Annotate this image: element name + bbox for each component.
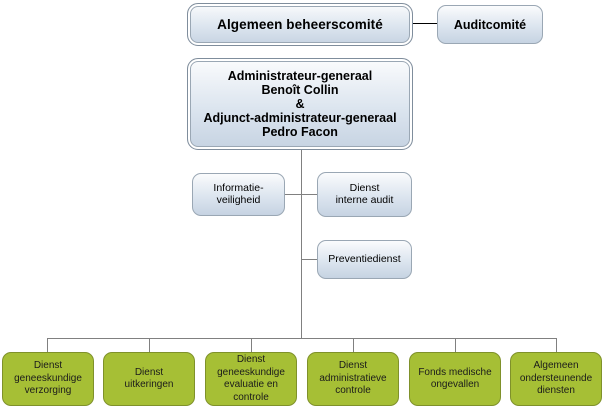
box-dienst-geneeskundige-evaluatie-en-controle-label: Dienst geneeskundige evaluatie en contro… — [217, 354, 285, 403]
box-dienst-geneeskundige-evaluatie-en-controle[interactable]: Dienst geneeskundige evaluatie en contro… — [205, 352, 297, 406]
box-dienst-geneeskundige-verzorging[interactable]: Dienst geneeskundige verzorging — [2, 352, 94, 406]
box-preventiedienst[interactable]: Preventiedienst — [317, 240, 412, 279]
box-dienst-interne-audit-label: Dienst interne audit — [335, 181, 394, 206]
connector-trunk-to-informatieveiligheid — [285, 194, 302, 195]
box-auditcomite-label: Auditcomité — [453, 17, 527, 32]
box-preventiedienst-label: Preventiedienst — [328, 252, 401, 265]
box-informatie-veiligheid-label: Informatie- veiligheid — [213, 181, 264, 206]
box-fonds-medische-ongevallen-label: Fonds medische ongevallen — [418, 366, 492, 391]
box-dienst-administratieve-controle[interactable]: Dienst administratieve controle — [307, 352, 399, 406]
connector-stem-dept-6 — [556, 338, 557, 353]
connector-committee-to-audit — [412, 23, 438, 24]
box-informatie-veiligheid[interactable]: Informatie- veiligheid — [192, 173, 285, 216]
box-auditcomite[interactable]: Auditcomité — [437, 5, 543, 44]
box-dienst-uitkeringen[interactable]: Dienst uitkeringen — [103, 352, 195, 406]
connector-trunk-vertical — [301, 150, 302, 338]
box-dienst-administratieve-controle-label: Dienst administratieve controle — [319, 360, 387, 397]
box-algemeen-ondersteunende-diensten[interactable]: Algemeen ondersteunende diensten — [510, 352, 602, 406]
connector-stem-dept-5 — [455, 338, 456, 353]
connector-stem-dept-3 — [251, 338, 252, 353]
box-dienst-interne-audit[interactable]: Dienst interne audit — [317, 172, 412, 217]
box-administrateur-generaal-label: Administrateur-generaal Benoît Collin & … — [203, 69, 397, 139]
connector-department-bar — [47, 338, 557, 339]
box-administrateur-generaal[interactable]: Administrateur-generaal Benoît Collin & … — [187, 58, 413, 150]
box-algemeen-beheerscomite[interactable]: Algemeen beheerscomité — [187, 3, 413, 46]
connector-stem-dept-1 — [47, 338, 48, 353]
connector-trunk-to-interne-audit — [301, 194, 318, 195]
box-algemeen-ondersteunende-diensten-label: Algemeen ondersteunende diensten — [519, 360, 593, 397]
connector-stem-dept-4 — [353, 338, 354, 353]
box-dienst-uitkeringen-label: Dienst uitkeringen — [124, 366, 174, 391]
box-fonds-medische-ongevallen[interactable]: Fonds medische ongevallen — [409, 352, 501, 406]
connector-trunk-to-preventiedienst — [301, 259, 318, 260]
connector-stem-dept-2 — [149, 338, 150, 353]
box-algemeen-beheerscomite-label: Algemeen beheerscomité — [217, 16, 383, 32]
box-dienst-geneeskundige-verzorging-label: Dienst geneeskundige verzorging — [14, 360, 82, 397]
